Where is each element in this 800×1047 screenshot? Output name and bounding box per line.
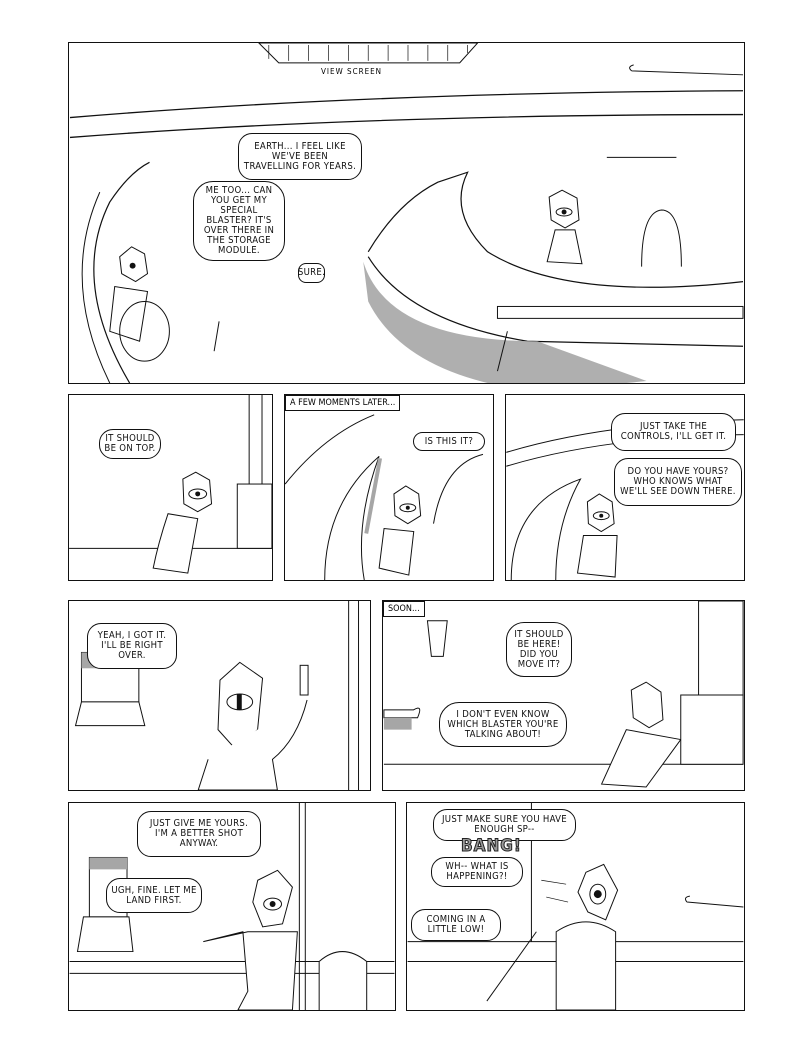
panel-6: SOON... IT SHOULD BE HERE! DID YOU MOVE … [382, 600, 745, 791]
panel-3: A FEW MOMENTS LATER... IS THIS IT? [284, 394, 494, 581]
speech-bubble: IS THIS IT? [413, 432, 485, 451]
speech-bubble: DO YOU HAVE YOURS? WHO KNOWS WHAT WE'LL … [614, 458, 742, 506]
bang-sound-effect: BANG! [461, 836, 522, 857]
speech-bubble: SURE. [298, 263, 325, 283]
speech-bubble: EARTH... I FEEL LIKE WE'VE BEEN TRAVELLI… [238, 133, 362, 180]
speech-bubble: WH-- WHAT IS HAPPENING?! [431, 857, 523, 887]
cockpit-scene-art [285, 414, 484, 580]
speech-bubble: JUST GIVE ME YOURS. I'M A BETTER SHOT AN… [137, 811, 261, 857]
hex-vent [426, 620, 448, 657]
panel-5: YEAH, I GOT IT. I'LL BE RIGHT OVER. [68, 600, 371, 791]
crash-scene-art [407, 803, 744, 1010]
speech-bubble: JUST MAKE SURE YOU HAVE ENOUGH SP-- [433, 809, 576, 841]
speech-bubble: UGH, FINE. LET ME LAND FIRST. [106, 878, 202, 913]
storage-module-scene-art [383, 601, 744, 788]
caption-box: SOON... [383, 601, 425, 617]
speech-bubble: I DON'T EVEN KNOW WHICH BLASTER YOU'RE T… [439, 702, 567, 747]
storage-scene-art [69, 395, 272, 574]
panel-2: IT SHOULD BE ON TOP. [68, 394, 273, 581]
speech-bubble: COMING IN A LITTLE LOW! [411, 909, 501, 941]
panel-4: JUST TAKE THE CONTROLS, I'LL GET IT. DO … [505, 394, 745, 581]
panel-8: JUST MAKE SURE YOU HAVE ENOUGH SP-- BANG… [406, 802, 745, 1011]
bridge-scene-art [69, 43, 744, 383]
speech-bubble: IT SHOULD BE HERE! DID YOU MOVE IT? [506, 622, 572, 677]
panel-1: VIEW SCREEN EARTH... I FEEL LIKE WE'VE B… [68, 42, 745, 384]
panel-7: JUST GIVE ME YOURS. I'M A BETTER SHOT AN… [68, 802, 396, 1011]
speech-bubble: IT SHOULD BE ON TOP. [99, 429, 161, 459]
speech-bubble: YEAH, I GOT IT. I'LL BE RIGHT OVER. [87, 623, 177, 669]
view-screen-label: VIEW SCREEN [321, 67, 383, 76]
speech-bubble: JUST TAKE THE CONTROLS, I'LL GET IT. [611, 413, 736, 451]
speech-bubble: ME TOO... CAN YOU GET MY SPECIAL BLASTER… [193, 181, 285, 261]
caption-box: A FEW MOMENTS LATER... [285, 395, 401, 411]
